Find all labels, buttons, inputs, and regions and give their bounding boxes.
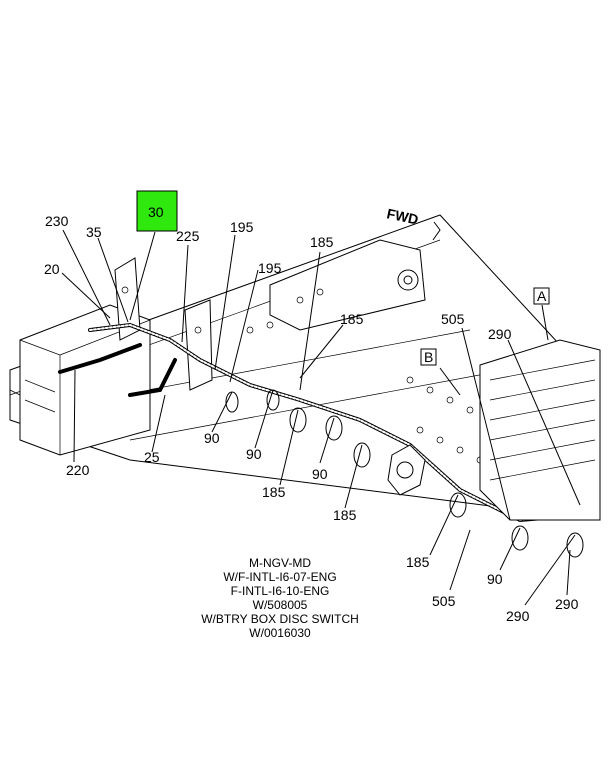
fwd-indicator: FWD — [385, 205, 441, 241]
fuel-tank — [479, 339, 601, 521]
highlight-part-30[interactable]: 30 — [129, 190, 178, 321]
callout-195-b: 195 — [258, 260, 282, 276]
highlight-label: 30 — [148, 204, 164, 220]
bracket — [114, 257, 213, 391]
valve-assembly — [387, 444, 426, 496]
callout-220: 220 — [66, 462, 90, 478]
callout-505-a: 505 — [441, 311, 465, 327]
callout-35: 35 — [86, 224, 102, 240]
callout-290-b: 290 — [506, 608, 530, 624]
applicability-notes: M-NGV-MD W/F-INTL-I6-07-ENG F-INTL-I6-10… — [0, 556, 560, 640]
callout-90-c: 90 — [312, 466, 328, 482]
view-label-a-text: A — [537, 288, 547, 304]
note-line: W/F-INTL-I6-07-ENG — [223, 570, 337, 584]
callout-195-a: 195 — [230, 219, 254, 235]
callout-numbers: 230 35 20 225 195 195 185 185 505 290 22… — [44, 213, 579, 624]
view-label-b: B — [420, 348, 461, 396]
view-label-b-text: B — [424, 349, 433, 365]
callout-185-a: 185 — [310, 234, 334, 250]
note-line: W/508005 — [252, 598, 308, 612]
fwd-label: FWD — [385, 205, 420, 227]
wiring-harness — [58, 322, 582, 523]
callout-185-e: 185 — [406, 554, 430, 570]
callout-185-c: 185 — [262, 484, 286, 500]
cross-member — [269, 239, 426, 331]
callout-185-d: 185 — [333, 507, 357, 523]
callout-25: 25 — [144, 449, 160, 465]
callout-225: 225 — [176, 228, 200, 244]
callout-90-a: 90 — [204, 430, 220, 446]
note-line: W/BTRY BOX DISC SWITCH — [201, 612, 359, 626]
callout-90-b: 90 — [246, 446, 262, 462]
callout-185-b: 185 — [340, 311, 364, 327]
battery-box — [19, 304, 151, 456]
harness-clips — [225, 389, 584, 558]
callout-290-c: 290 — [555, 596, 579, 612]
note-line: W/0016030 — [249, 626, 311, 640]
view-label-a: A — [533, 287, 550, 341]
callout-505-b: 505 — [432, 593, 456, 609]
callout-290-a: 290 — [488, 326, 512, 342]
callout-20: 20 — [44, 261, 60, 277]
note-line: F-INTL-I6-10-ENG — [230, 584, 330, 598]
callout-230: 230 — [45, 213, 69, 229]
leader-lines — [61, 229, 581, 606]
note-line: M-NGV-MD — [249, 556, 311, 570]
callout-90-d: 90 — [487, 571, 503, 587]
